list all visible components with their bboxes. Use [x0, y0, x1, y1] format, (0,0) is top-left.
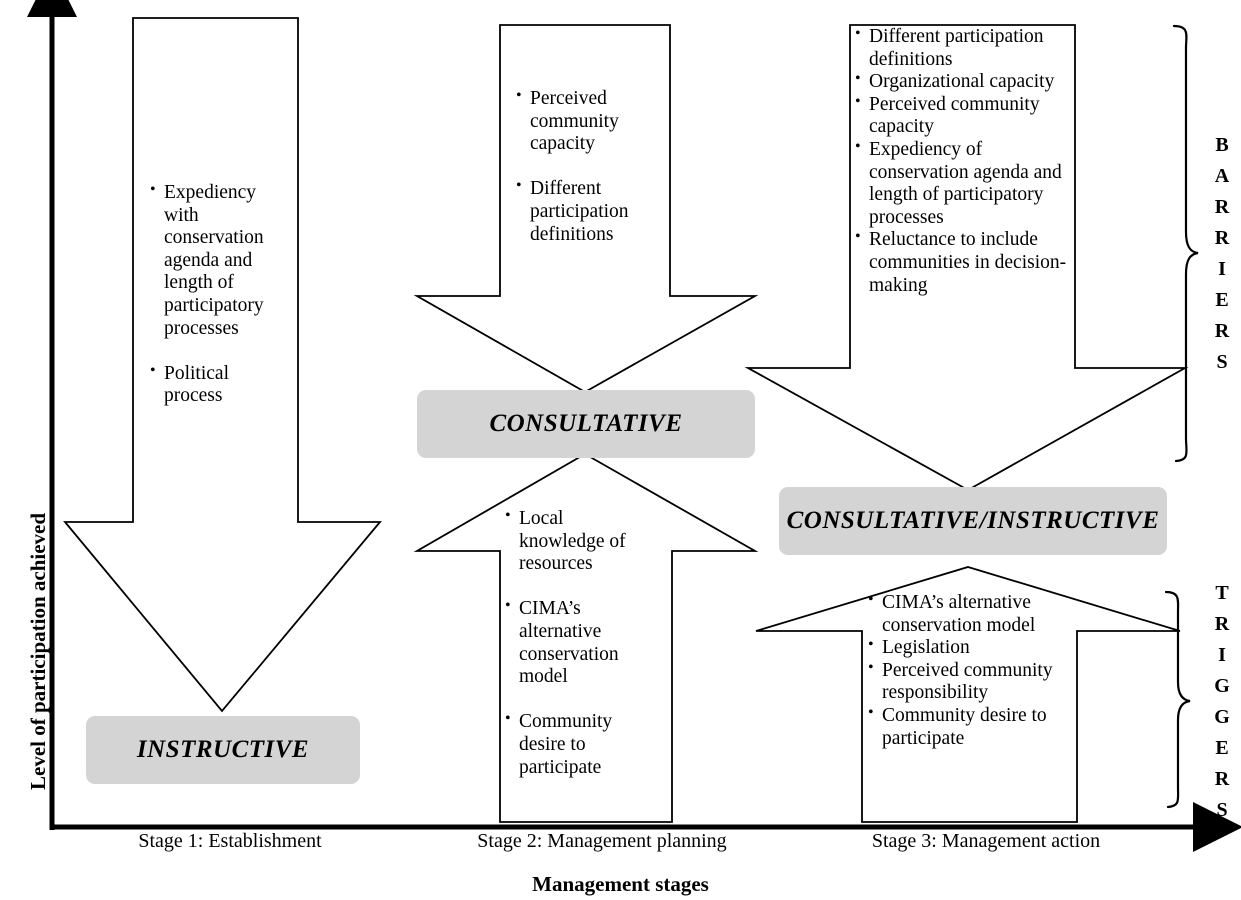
list-item: Community desire to participate [868, 704, 1064, 750]
side-label-letter: E [1215, 289, 1229, 311]
list-item: Different participation definitions [516, 177, 638, 246]
barriers-list-stage-3: Different participation definitions Orga… [855, 25, 1073, 297]
list-item: Reluctance to include communities in dec… [855, 228, 1073, 297]
side-label-letter: R [1214, 320, 1230, 342]
side-label-letter: G [1214, 706, 1230, 728]
barriers-side-label: B A R R I E R S [1205, 130, 1239, 378]
side-label-letter: G [1214, 675, 1230, 697]
side-label-letter: T [1215, 582, 1229, 604]
list-item: Different participation definitions [855, 25, 1073, 71]
list-item: Perceived community capacity [516, 87, 638, 156]
stage-label-2: Stage 2: Management planning [477, 830, 727, 852]
side-label-letter: S [1216, 799, 1228, 821]
triggers-list-stage-2: Local knowledge of resources CIMA’s alte… [505, 507, 631, 779]
list-item: Legislation [868, 636, 1064, 660]
barriers-list-stage-1: Expediency with conservation agenda and … [150, 181, 280, 408]
side-label-letter: I [1218, 644, 1226, 666]
level-label-consultative: CONSULTATIVE [417, 390, 755, 458]
list-item: CIMA’s alternative conservation model [505, 597, 631, 688]
triggers-brace [1164, 590, 1191, 809]
triggers-list-stage-3: CIMA’s alternative conservation model Le… [868, 591, 1064, 750]
stage-label-1: Stage 1: Establishment [138, 830, 322, 852]
barriers-brace [1172, 24, 1199, 463]
side-label-letter: A [1214, 165, 1230, 187]
side-label-letter: E [1215, 737, 1229, 759]
side-label-letter: S [1216, 351, 1228, 373]
side-label-letter: I [1218, 258, 1226, 280]
level-label-consultative-instructive: CONSULTATIVE/INSTRUCTIVE [779, 487, 1167, 555]
list-item: Community desire to participate [505, 710, 631, 779]
stage-label-3: Stage 3: Management action [871, 830, 1101, 852]
list-item: Expediency of conservation agenda and le… [855, 138, 1073, 229]
list-item: Organizational capacity [855, 70, 1073, 94]
list-item: Expediency with conservation agenda and … [150, 181, 280, 340]
triggers-side-label: T R I G G E R S [1205, 578, 1239, 826]
side-label-letter: R [1214, 227, 1230, 249]
list-item: Perceived community capacity [855, 93, 1073, 139]
list-item: Political process [150, 362, 280, 408]
list-item: Local knowledge of resources [505, 507, 631, 576]
barriers-list-stage-2: Perceived community capacity Different p… [516, 87, 638, 246]
y-axis-title: Level of participation achieved [26, 512, 50, 790]
x-axis-title: Management stages [532, 872, 709, 896]
level-label-instructive: INSTRUCTIVE [86, 716, 360, 784]
list-item: Perceived community responsibility [868, 659, 1064, 705]
side-label-letter: R [1214, 613, 1230, 635]
side-label-letter: R [1214, 196, 1230, 218]
side-label-letter: R [1214, 768, 1230, 790]
side-label-letter: B [1215, 134, 1229, 156]
list-item: CIMA’s alternative conservation model [868, 591, 1064, 637]
